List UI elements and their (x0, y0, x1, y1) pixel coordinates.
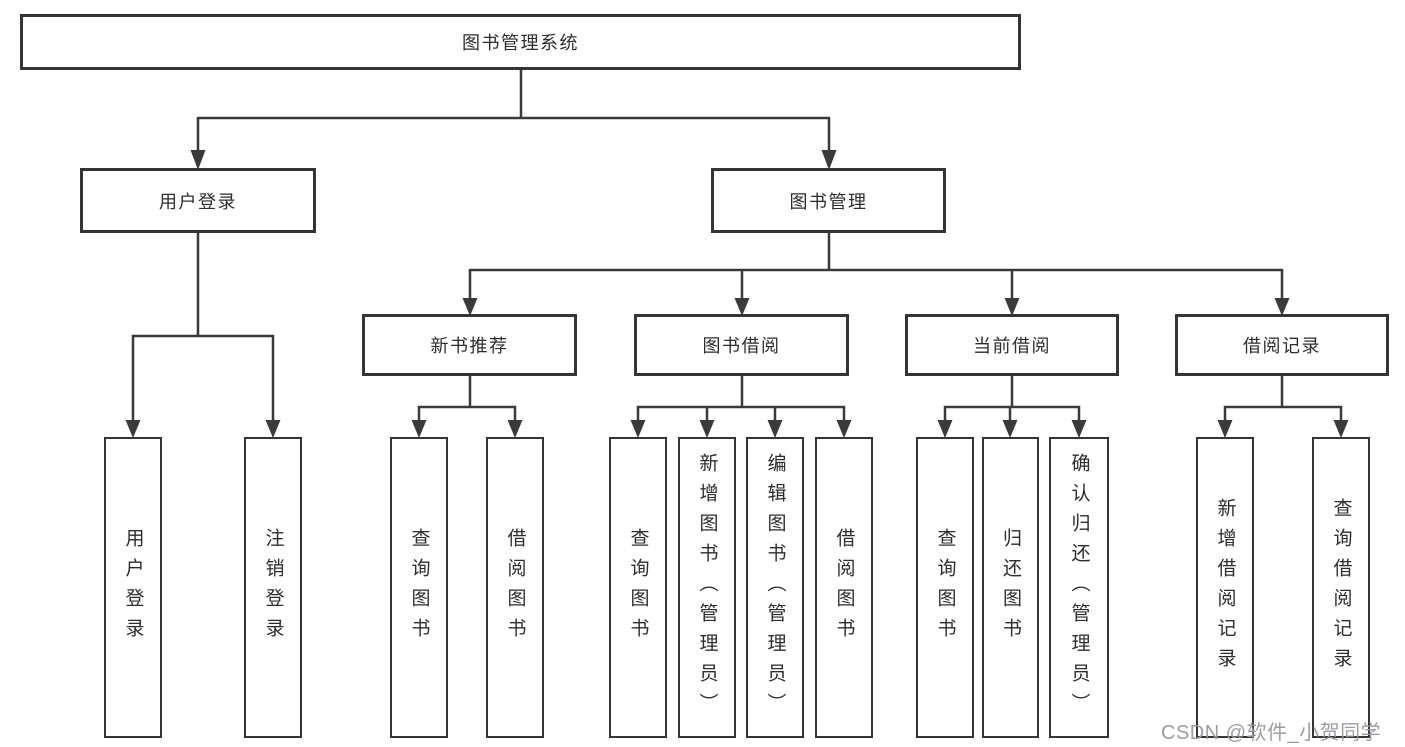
leaf-query-book-borrow: 查询图书 (609, 437, 667, 738)
node-book-management: 图书管理 (711, 168, 946, 233)
leaf-query-borrow-record: 查询借阅记录 (1312, 437, 1370, 738)
leaf-borrow-book: 借阅图书 (815, 437, 873, 738)
node-new-book-recommend: 新书推荐 (362, 314, 577, 376)
node-book-borrow: 图书借阅 (634, 314, 849, 376)
leaf-add-borrow-record: 新增借阅记录 (1196, 437, 1254, 738)
node-user-login: 用户登录 (80, 168, 316, 233)
leaf-return-book: 归还图书 (982, 437, 1039, 738)
leaf-logout: 注销登录 (244, 437, 302, 738)
node-borrow-record: 借阅记录 (1175, 314, 1389, 376)
leaf-user-login: 用户登录 (104, 437, 162, 738)
watermark: CSDN @软件_小贺同学 (1161, 722, 1382, 744)
leaf-query-book-current: 查询图书 (916, 437, 974, 738)
leaf-query-book-recommend: 查询图书 (390, 437, 448, 738)
arrowheads (125, 150, 1349, 438)
edge-lines (131, 68, 1343, 421)
leaf-borrow-book-recommend: 借阅图书 (486, 437, 544, 738)
leaf-edit-book-admin: 编辑图书（管理员） (746, 437, 804, 738)
leaf-confirm-return-admin: 确认归还（管理员） (1049, 437, 1109, 738)
leaf-add-book-admin: 新增图书（管理员） (678, 437, 736, 738)
node-current-borrow: 当前借阅 (905, 314, 1119, 376)
node-root-system: 图书管理系统 (20, 14, 1021, 70)
